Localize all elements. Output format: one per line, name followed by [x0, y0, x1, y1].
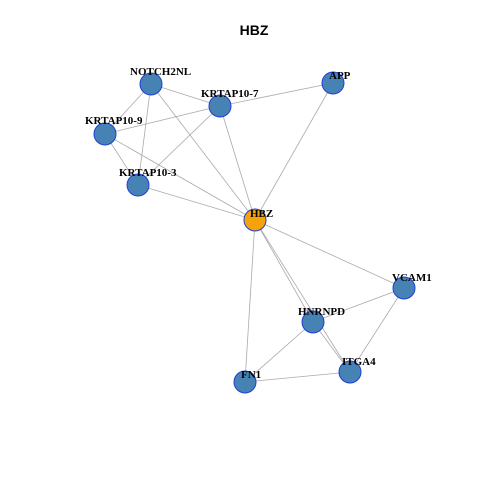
node-itga4[interactable]	[338, 360, 362, 384]
edge-krtap10-7-hbz	[219, 105, 256, 221]
edge-vcam1-hnrnpd	[312, 287, 405, 323]
edge-fn1-itga4	[244, 371, 351, 383]
edge-hnrnpd-fn1	[244, 321, 314, 383]
node-label-vcam1: VCAM1	[392, 272, 432, 284]
node-app[interactable]	[321, 71, 345, 95]
node-vcam1[interactable]	[392, 276, 416, 300]
node-label-hbz: HBZ	[250, 208, 273, 220]
edge-vcam1-itga4	[349, 287, 405, 373]
node-krtap10-7[interactable]	[208, 94, 232, 118]
node-fn1[interactable]	[233, 370, 257, 394]
node-label-hnrnpd: HNRNPD	[298, 306, 345, 318]
edge-hbz-hnrnpd	[254, 219, 314, 323]
node-krtap10-3[interactable]	[126, 173, 150, 197]
edge-notch2nl-hbz	[150, 83, 256, 221]
edge-krtap10-3-hbz	[137, 184, 256, 221]
edge-app-hbz	[254, 82, 334, 221]
edge-notch2nl-krtap10-3	[137, 83, 152, 186]
node-label-notch2nl: NOTCH2NL	[130, 66, 191, 78]
node-label-krtap10-3: KRTAP10-3	[119, 167, 177, 179]
node-label-fn1: FN1	[241, 369, 261, 381]
node-hbz[interactable]	[243, 208, 267, 232]
edge-krtap10-7-krtap10-3	[137, 105, 221, 186]
graph-title: HBZ	[240, 22, 269, 38]
edge-krtap10-7-krtap10-9	[104, 105, 221, 135]
edge-hbz-fn1	[244, 219, 256, 383]
edges-layer	[104, 82, 405, 383]
node-hnrnpd[interactable]	[301, 310, 325, 334]
labels-layer: HBZ NOTCH2NL KRTAP10-7 APP KRTAP10-9KRTAP10-…	[85, 66, 432, 381]
edge-krtap10-7-app	[219, 82, 334, 107]
edge-krtap10-9-hbz	[104, 133, 256, 221]
node-notch2nl[interactable]	[139, 72, 163, 96]
node-label-krtap10-9: KRTAP10-9	[85, 115, 143, 127]
node-label-itga4: ITGA4	[342, 356, 376, 368]
nodes-layer	[93, 71, 416, 394]
node-label-krtap10-7: KRTAP10-7	[201, 88, 259, 100]
node-krtap10-9[interactable]	[93, 122, 117, 146]
edge-notch2nl-krtap10-7	[150, 83, 221, 107]
edge-hbz-itga4	[254, 219, 351, 373]
edge-hbz-vcam1	[254, 219, 405, 289]
node-label-app: APP	[329, 70, 351, 82]
